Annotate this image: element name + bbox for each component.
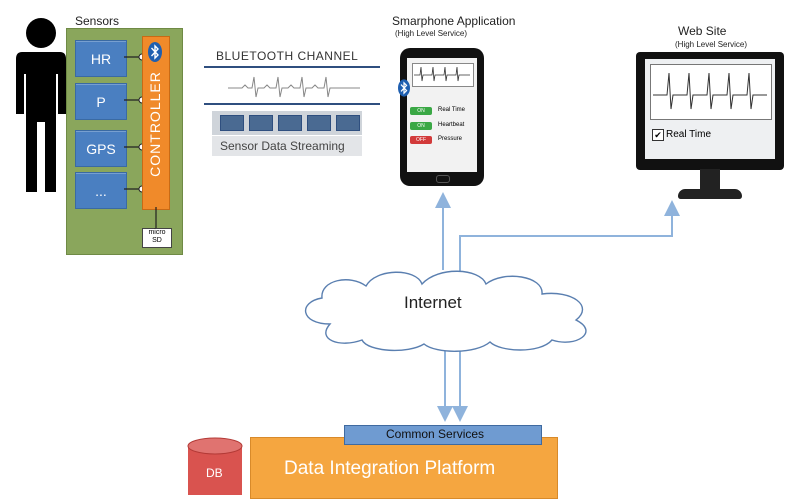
data-integration-platform: [250, 437, 558, 499]
toggle-pressure-state: OFF: [416, 137, 426, 143]
website-subtitle: (High Level Service): [675, 40, 748, 49]
smartphone-home-button: [436, 175, 450, 183]
platform-label: Data Integration Platform: [284, 458, 496, 479]
website-heartbeat-chart: [653, 72, 767, 110]
streaming-label-bg: [212, 136, 362, 156]
smartphone-bluetooth-icon: [398, 79, 410, 97]
bluetooth-channel-label: BLUETOOTH CHANNEL: [216, 49, 359, 63]
heartbeat-signal: [228, 76, 360, 98]
microsd-icon: micro SD: [142, 228, 172, 248]
controller-bar: [142, 36, 170, 210]
sensor-gps: GPS: [75, 130, 127, 167]
data-packet: [307, 115, 331, 131]
toggle-realtime-state: ON: [417, 108, 425, 114]
internet-label: Internet: [404, 293, 462, 312]
toggle-heartbeat-state: ON: [417, 123, 425, 129]
sensor-p: P: [75, 83, 127, 120]
bluetooth-icon: [148, 42, 162, 62]
common-services-box: [344, 425, 542, 445]
toggle-realtime[interactable]: ON: [410, 107, 432, 115]
toggle-heartbeat[interactable]: ON: [410, 122, 432, 130]
data-packet: [249, 115, 273, 131]
realtime-checkbox-label: Real Time: [666, 129, 712, 140]
internet-cloud-icon: [304, 270, 587, 352]
data-packet: [220, 115, 244, 131]
person-icon: [16, 18, 66, 192]
toggle-pressure[interactable]: OFF: [410, 136, 432, 144]
common-services-label: Common Services: [386, 427, 485, 441]
channel-mid-line: [204, 103, 380, 105]
sensor-hr-label: HR: [90, 50, 112, 67]
monitor-base: [678, 189, 742, 199]
sensor-data-streaming-label: Sensor Data Streaming: [220, 139, 345, 153]
toggle-pressure-label: Pressure: [438, 136, 463, 142]
microsd-label: micro SD: [148, 229, 166, 244]
data-packet: [336, 115, 360, 131]
sensor-gps-label: GPS: [86, 140, 116, 157]
sensors-title: Sensors: [75, 14, 120, 28]
smartphone-subtitle: (High Level Service): [395, 29, 468, 38]
controller-sd-link: [155, 207, 157, 229]
sensor-p-label: P: [96, 93, 106, 110]
toggle-heartbeat-label: Heartbeat: [438, 122, 465, 128]
realtime-checkbox[interactable]: ✔: [652, 129, 664, 141]
db-label: DB: [206, 466, 223, 480]
database-icon: [187, 437, 243, 495]
sensor-more: ...: [75, 172, 127, 209]
smartphone-title: Smarphone Application: [392, 14, 516, 28]
smartphone-heartbeat-chart: [414, 66, 470, 82]
sensor-more-label: ...: [95, 182, 107, 199]
website-title: Web Site: [678, 24, 727, 38]
sensor-hr: HR: [75, 40, 127, 77]
toggle-realtime-label: Real Time: [438, 107, 466, 113]
data-packet: [278, 115, 302, 131]
monitor-neck: [700, 169, 720, 191]
channel-top-line: [204, 66, 380, 68]
